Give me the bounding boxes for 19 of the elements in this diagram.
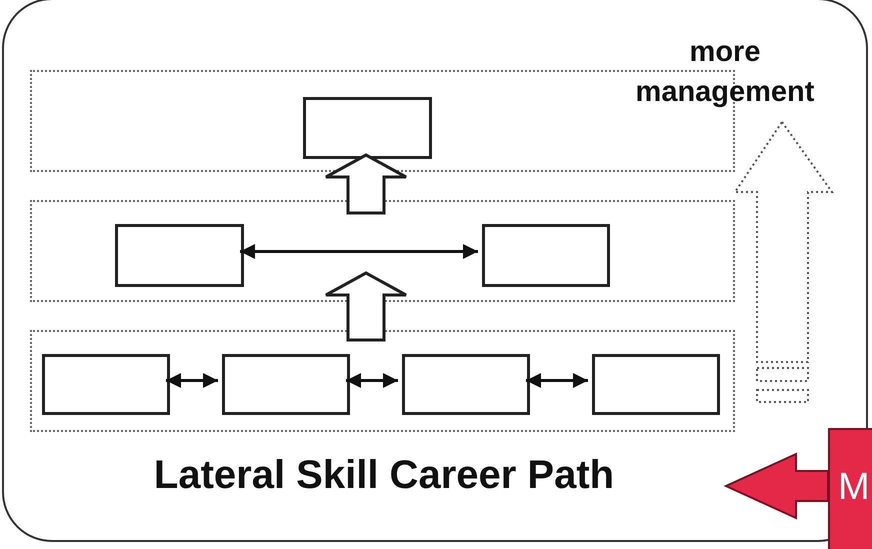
block-arrow [324,153,408,214]
process-box [42,354,170,415]
process-box [115,224,244,287]
arrow [166,373,218,388]
callout-text: M [838,468,870,506]
process-box [402,354,530,415]
block-arrow [724,452,829,520]
process-box [222,354,350,415]
level-band [30,200,735,302]
arrow [240,244,478,259]
process-box [482,224,610,287]
level-band [30,330,735,432]
process-box [592,354,720,415]
path-title: Lateral Skill Career Path [152,455,616,495]
direction-label: more management [634,35,816,110]
arrow [346,373,398,388]
block-arrow [324,271,408,342]
process-box [303,97,432,159]
arrow [526,373,588,388]
